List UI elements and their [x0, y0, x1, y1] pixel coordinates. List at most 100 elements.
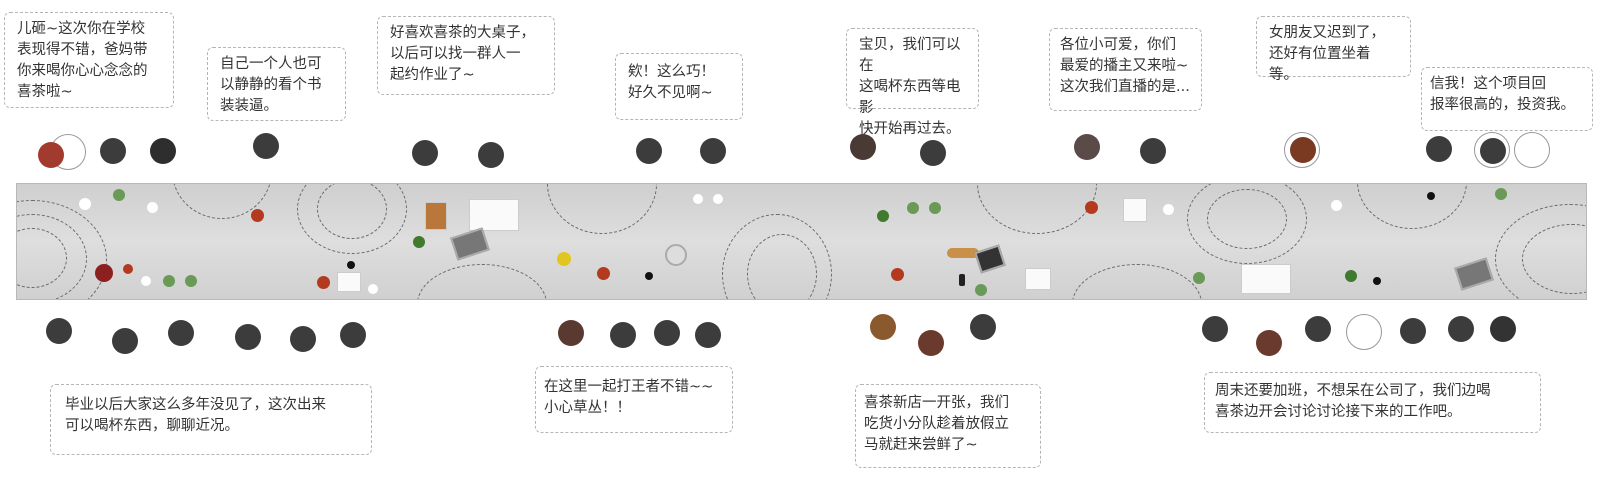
speech-bubble-family: 儿砸~这次你在学校 表现得不错，爸妈带 你来喝你心心念念的 喜茶啦~: [4, 12, 174, 108]
cup-green: [163, 275, 175, 287]
speech-bubble-alone: 自己一个人也可 以静静的看个书 装装逼。: [207, 47, 346, 121]
speech-bubble-gaming: 在这里一起打王者不错~~ 小心草丛！！: [535, 366, 733, 433]
fruit-plate: [95, 264, 113, 282]
ripple-pattern: [547, 184, 657, 234]
person-head: [1400, 318, 1426, 344]
ripple-pattern: [1187, 184, 1307, 264]
person-group-reunion: [40, 300, 380, 370]
person-head: [636, 138, 662, 164]
tablet: [974, 244, 1006, 274]
cup-white: [141, 276, 151, 286]
speech-bubble-girlfriend: 女朋友又迟到了， 还好有位置坐着等。: [1256, 16, 1411, 83]
person-head: [290, 326, 316, 352]
cup-red: [123, 264, 133, 274]
ripple-pattern: [417, 264, 547, 299]
person-reader: [248, 128, 298, 188]
person-head: [1480, 138, 1506, 164]
person-head: [695, 322, 721, 348]
ripple-pattern: [1072, 264, 1202, 299]
cup-green: [929, 202, 941, 214]
cup-red: [597, 267, 610, 280]
cup-red: [251, 209, 264, 222]
person-waiting: [1280, 132, 1330, 192]
cup-white: [1331, 200, 1342, 211]
person-head: [168, 320, 194, 346]
speech-bubble-coincidence: 欸！这么巧！ 好久不见啊~: [615, 53, 743, 120]
person-head: [253, 133, 279, 159]
cup-green: [1193, 272, 1205, 284]
person-head: [1140, 138, 1166, 164]
phone: [959, 274, 965, 286]
empty-chair: [1514, 132, 1550, 168]
paper-sheet: [1123, 198, 1147, 222]
person-head: [1202, 316, 1228, 342]
person-group-study: [408, 130, 518, 190]
person-group-greeting: [630, 124, 740, 184]
cup-green: [185, 275, 197, 287]
person-head: [38, 142, 64, 168]
person-group-gamers: [540, 300, 730, 370]
person-head: [1305, 316, 1331, 342]
cup-black: [645, 272, 653, 280]
person-head: [850, 134, 876, 160]
plant: [877, 210, 889, 222]
cup-white: [147, 202, 158, 213]
cup-white: [693, 194, 703, 204]
person-head: [1290, 137, 1316, 163]
person-head: [1426, 136, 1452, 162]
person-head: [100, 138, 126, 164]
cup-red: [317, 276, 330, 289]
ripple-pattern: [317, 184, 387, 239]
speech-bubble-homework: 好喜欢喜茶的大桌子， 以后可以找一群人一 起约作业了~: [377, 16, 555, 95]
person-group-meeting: [1190, 300, 1530, 370]
ripple-pattern: [977, 184, 1097, 234]
person-head: [700, 138, 726, 164]
person-head: [870, 314, 896, 340]
cup-black: [347, 261, 355, 269]
long-table: [16, 183, 1587, 300]
person-head: [235, 324, 261, 350]
cup-white: [1163, 204, 1174, 215]
speech-bubble-reunion: 毕业以后大家这么多年没见了，这次出来 可以喝杯东西，聊聊近况。: [50, 384, 372, 455]
cup-green: [907, 202, 919, 214]
person-head: [340, 322, 366, 348]
cup-green: [113, 189, 125, 201]
plate: [665, 244, 687, 266]
magazine: [1241, 264, 1291, 294]
speech-bubble-invest: 信我！这个项目回 报率很高的，投资我。: [1421, 67, 1593, 131]
laptop: [1454, 257, 1494, 291]
speech-bubble-foodies: 喜茶新店一开张，我们 吃货小分队趁着放假立 马就赶来尝鲜了~: [855, 384, 1041, 468]
ripple-pattern: [1207, 189, 1287, 249]
lemons: [557, 252, 571, 266]
bread: [947, 248, 979, 258]
notebook: [337, 272, 361, 292]
person-head: [610, 322, 636, 348]
cup-white: [713, 194, 723, 204]
empty-chair: [1346, 314, 1382, 350]
person-group-foodies: [858, 300, 1018, 370]
person-head: [1074, 134, 1100, 160]
speech-bubble-movie: 宝贝，我们可以在 这喝杯东西等电影 快开始再过去。: [846, 28, 979, 137]
book: [425, 202, 447, 230]
person-head: [478, 142, 504, 168]
cup-black: [1427, 192, 1435, 200]
person-head: [1448, 316, 1474, 342]
person-head: [558, 320, 584, 346]
cup-black: [1373, 277, 1381, 285]
cup-green: [1495, 188, 1507, 200]
person-head: [46, 318, 72, 344]
cup-green: [975, 284, 987, 296]
notebook: [1025, 268, 1051, 290]
plant: [413, 236, 425, 248]
ripple-pattern: [747, 234, 817, 299]
person-head: [412, 140, 438, 166]
person-head: [970, 314, 996, 340]
person-head: [918, 330, 944, 356]
cup-white: [79, 198, 91, 210]
person-head: [654, 320, 680, 346]
person-head: [920, 140, 946, 166]
person-head: [1490, 316, 1516, 342]
person-group-couple: [840, 124, 970, 184]
person-head: [150, 138, 176, 164]
cup-red: [1085, 201, 1098, 214]
